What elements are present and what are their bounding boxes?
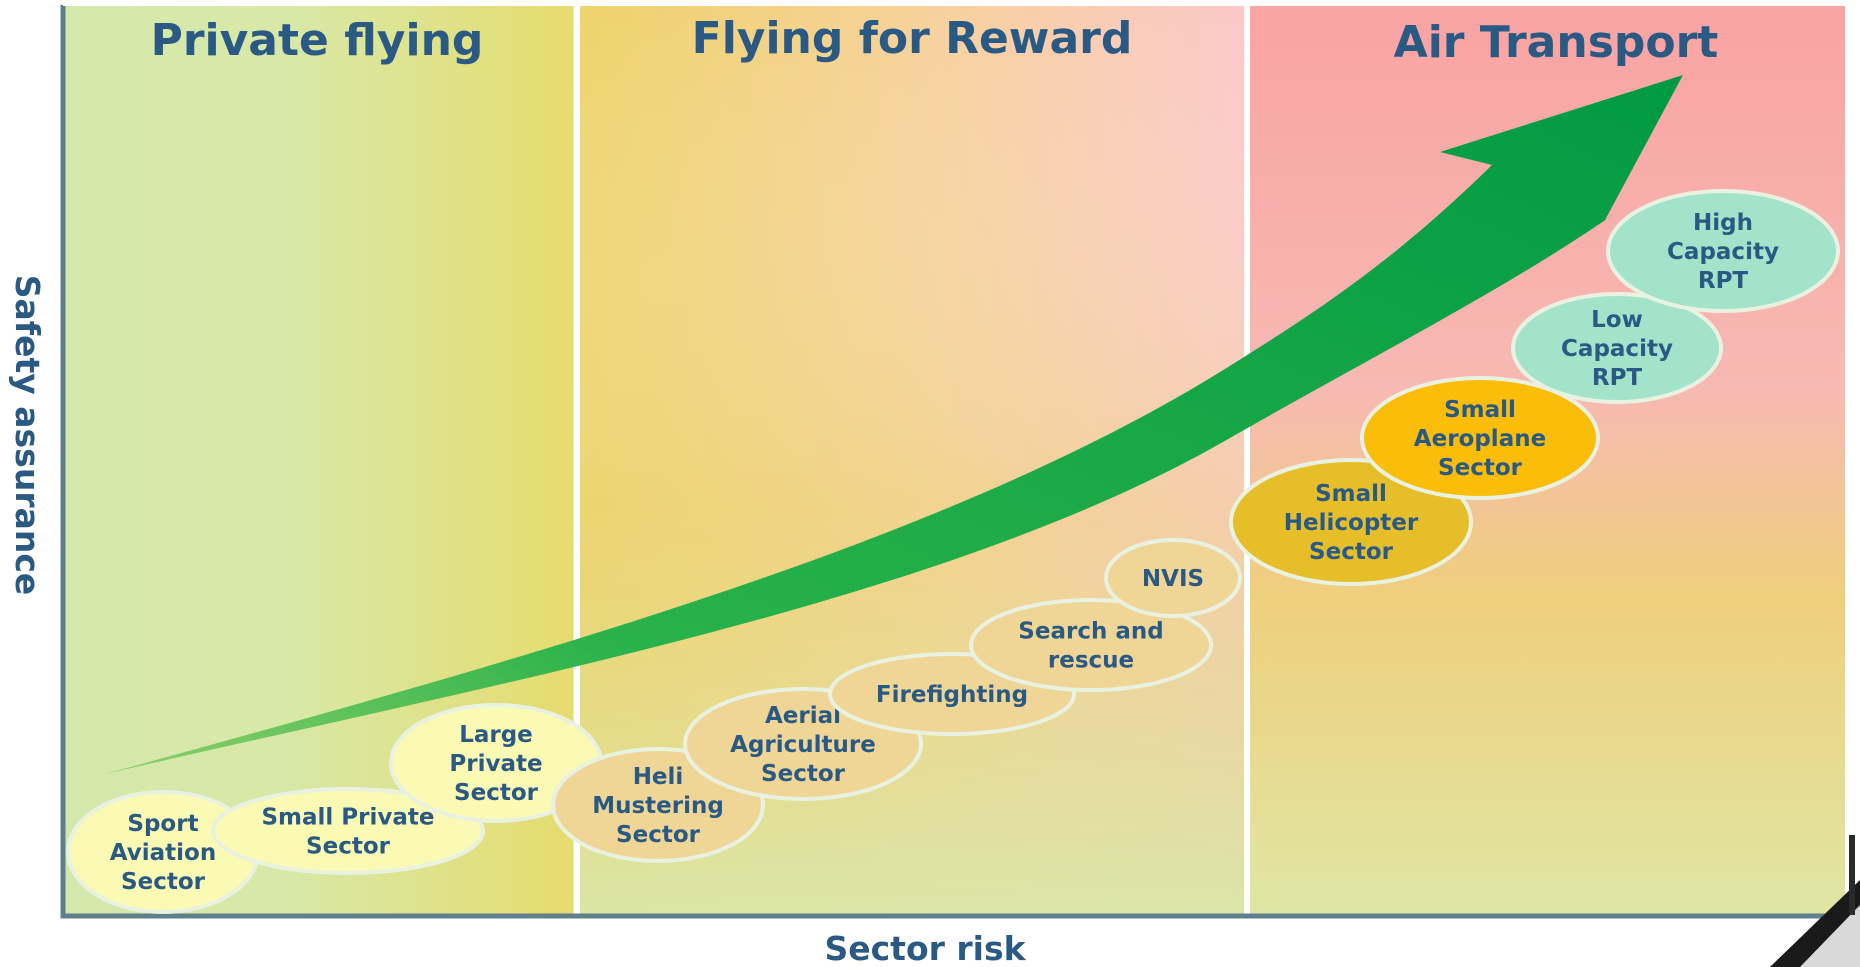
node-label-line: Sector xyxy=(616,822,701,848)
node-label-line: Search and xyxy=(1018,619,1163,645)
node-ellipse xyxy=(1229,458,1473,586)
node-label-line: Aeroplane xyxy=(1414,426,1546,452)
node-label-line: rescue xyxy=(1048,648,1134,674)
node-label-line: Helicopter xyxy=(1284,510,1419,536)
node-label-line: Sector xyxy=(306,834,391,860)
node-label-line: Sector xyxy=(121,869,206,895)
node-ellipse xyxy=(1511,292,1723,404)
node-label-line: Mustering xyxy=(592,793,724,819)
node-label-line: Capacity xyxy=(1561,336,1673,362)
node-label-line: RPT xyxy=(1592,365,1643,391)
node-ellipse xyxy=(211,787,485,875)
node-label-line: Aviation xyxy=(110,840,216,866)
corner-light-wedge xyxy=(1800,905,1860,967)
x-axis-label: Sector risk xyxy=(824,929,1026,967)
node-ellipse xyxy=(1104,538,1242,618)
node-label-line: Sector xyxy=(761,761,846,787)
axis-frame xyxy=(60,4,1847,919)
y-axis-label: Safety assurance xyxy=(8,275,47,596)
node-label-line: Sport xyxy=(127,811,198,837)
node-label-line: High xyxy=(1693,210,1753,236)
corner-decoration xyxy=(1770,835,1860,967)
node-ellipse xyxy=(969,598,1213,692)
node-label-line: Agriculture xyxy=(730,732,876,758)
node-label-line: Private xyxy=(449,751,542,777)
corner-edge-bar xyxy=(1849,835,1855,915)
node-nvis: NVIS xyxy=(1104,538,1242,618)
panel-title-private: Private flying xyxy=(151,15,484,66)
node-label-line: Sector xyxy=(454,780,539,806)
node-label-line: Heli xyxy=(633,764,684,790)
node-label-line: Small xyxy=(1444,397,1516,423)
node-label-line: Aerial xyxy=(765,703,841,729)
node-label-line: Large xyxy=(459,722,533,748)
node-label-line: Low xyxy=(1591,307,1643,333)
node-label-line: Firefighting xyxy=(876,682,1028,708)
node-label-line: Small Private xyxy=(261,805,434,831)
node-label-line: Sector xyxy=(1309,539,1394,565)
node-label-line: Sector xyxy=(1438,455,1523,481)
growth-arrow xyxy=(105,75,1683,774)
panel-title-transport: Air Transport xyxy=(1394,17,1719,68)
panel-title-reward: Flying for Reward xyxy=(692,13,1133,64)
node-label-line: Small xyxy=(1315,481,1387,507)
node-label-line: RPT xyxy=(1698,268,1749,294)
node-label-line: Capacity xyxy=(1667,239,1779,265)
node-search-rescue: Search and rescue xyxy=(969,598,1213,692)
node-label-line: NVIS xyxy=(1142,566,1204,592)
node-ellipse xyxy=(1606,189,1840,313)
node-ellipse xyxy=(1360,376,1600,500)
